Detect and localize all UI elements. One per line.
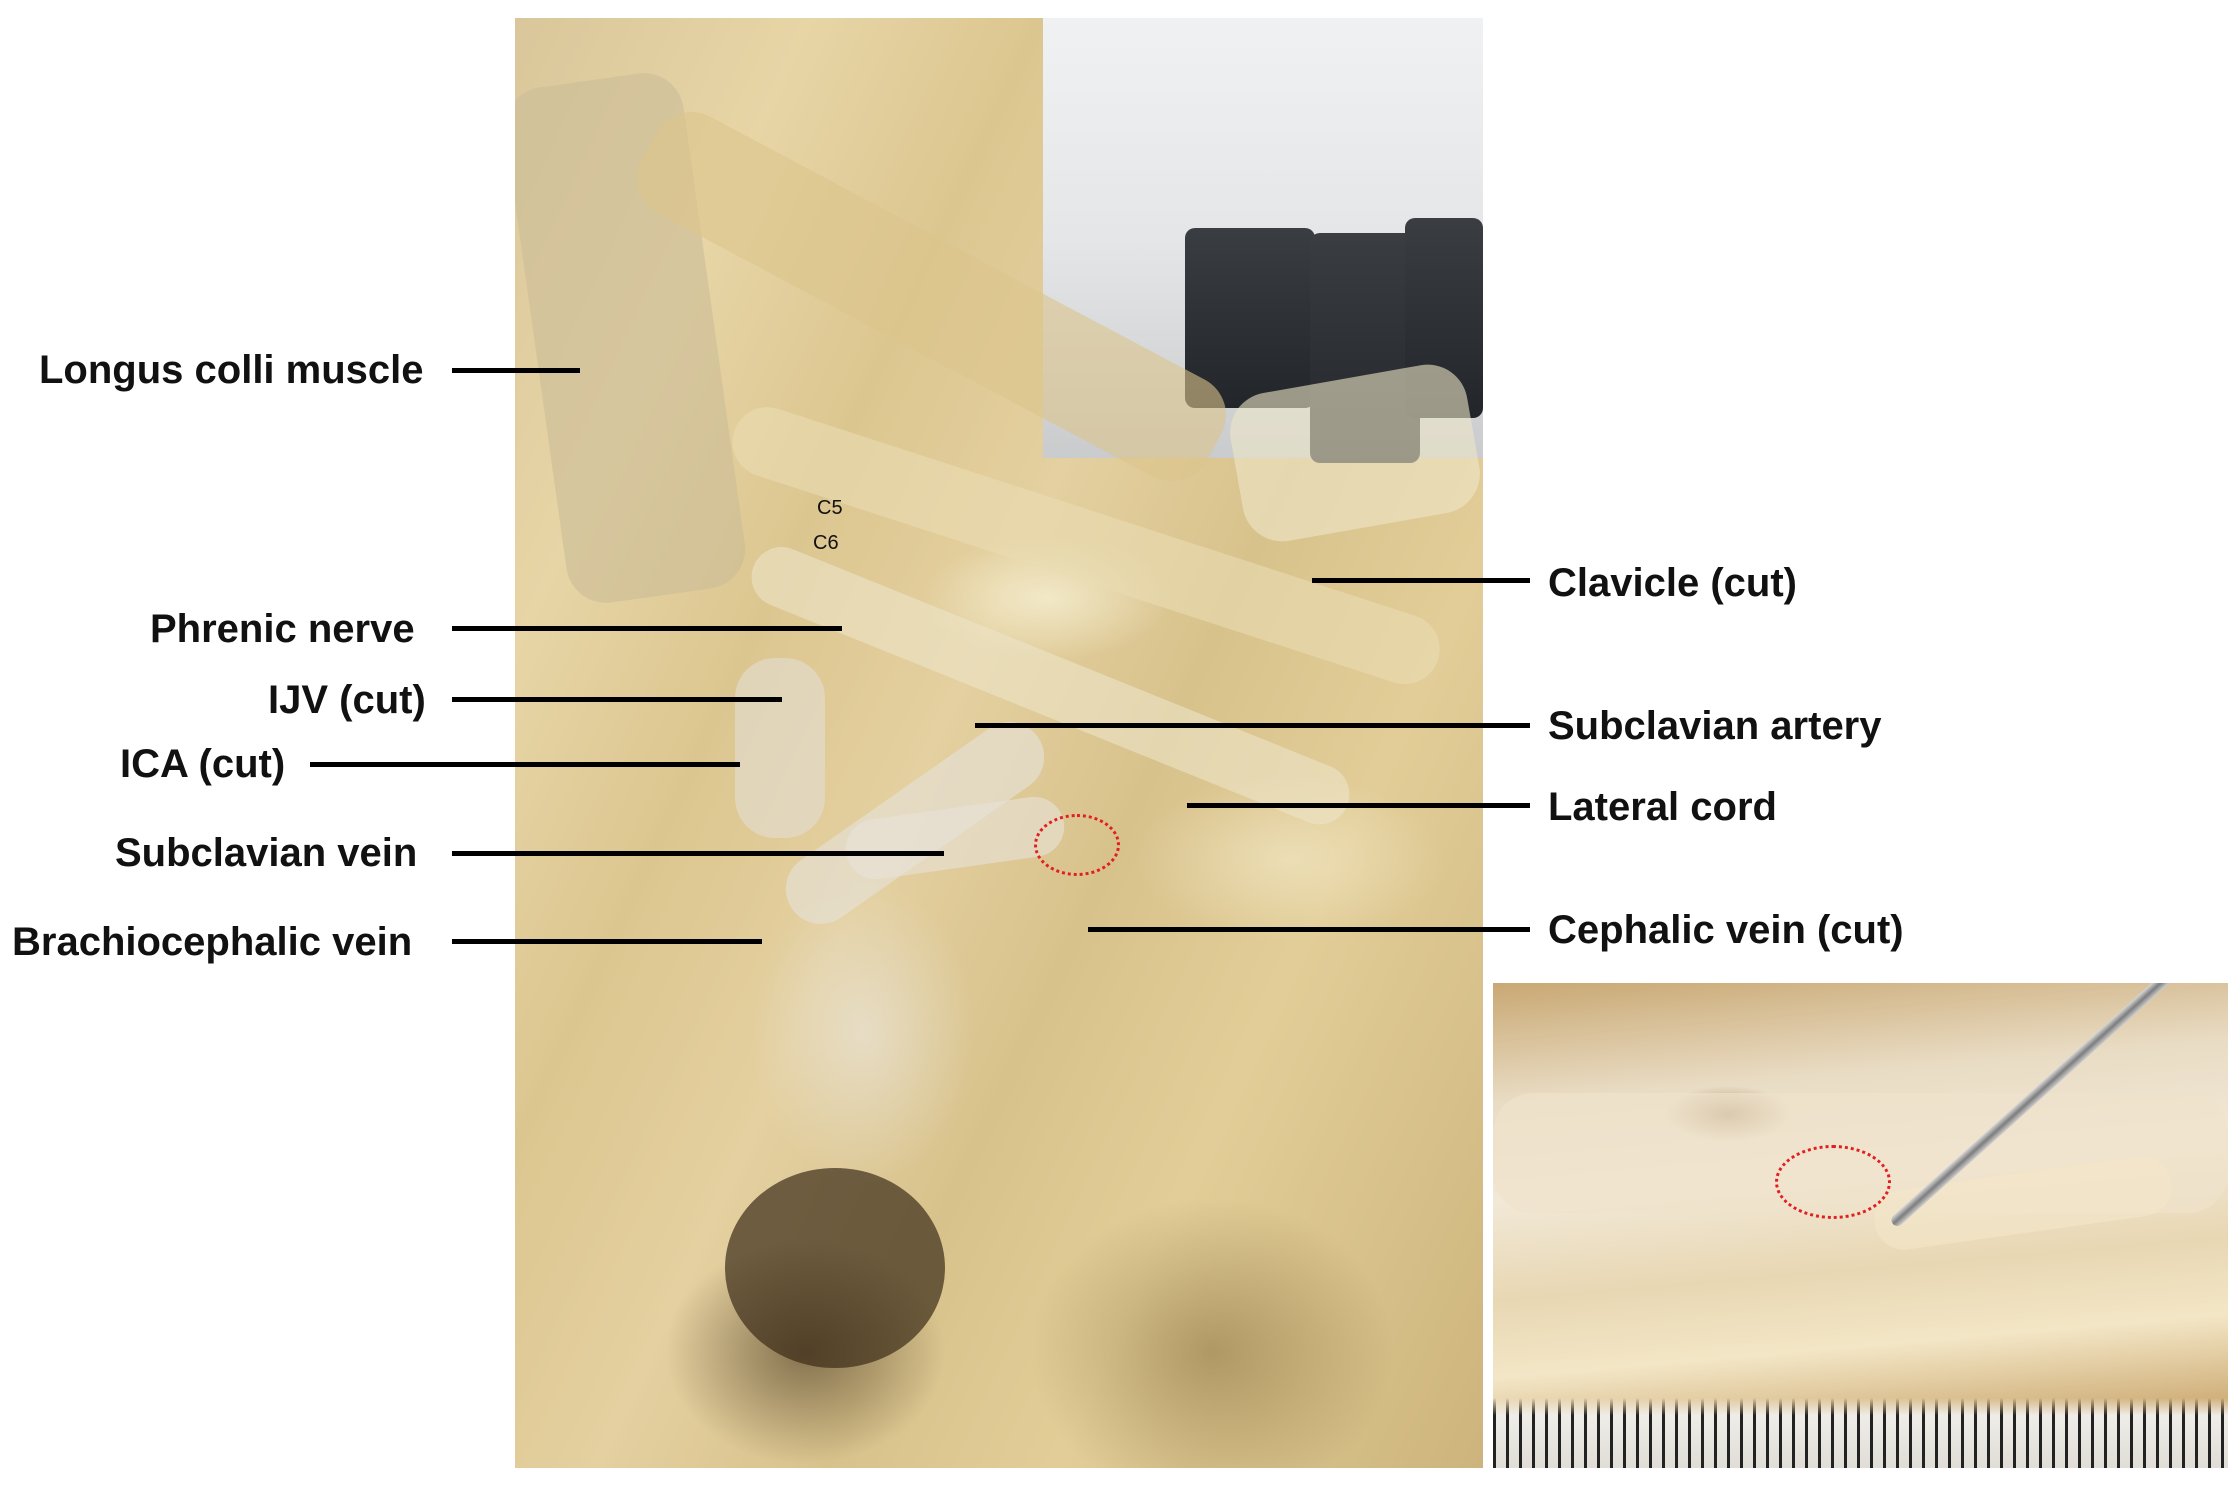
leader-phrenic-nerve: [452, 626, 842, 631]
level-tag-c5: C5: [817, 497, 843, 519]
background-bin: [1185, 228, 1315, 408]
label-cephalic-vein: Cephalic vein (cut): [1548, 908, 1904, 952]
leader-clavicle: [1312, 578, 1530, 583]
label-phrenic-nerve: Phrenic nerve: [150, 607, 415, 651]
label-ijv: IJV (cut): [268, 678, 426, 722]
leader-ijv: [452, 697, 782, 702]
leader-subclavian-artery: [975, 723, 1530, 728]
cavity-shadow: [725, 1168, 945, 1368]
label-subclavian-artery: Subclavian artery: [1548, 704, 1882, 748]
leader-cephalic-vein: [1088, 927, 1530, 932]
leader-lateral-cord: [1187, 803, 1530, 808]
highlight-circle: [1034, 814, 1120, 876]
label-ica: ICA (cut): [120, 742, 286, 786]
label-subclavian-vein: Subclavian vein: [115, 831, 418, 875]
label-clavicle: Clavicle (cut): [1548, 561, 1797, 605]
label-longus-colli: Longus colli muscle: [39, 348, 424, 392]
inset-closeup-photo: [1493, 983, 2228, 1468]
leader-brachiocephalic-vein: [452, 939, 762, 944]
leader-longus-colli: [452, 368, 580, 373]
label-brachiocephalic-vein: Brachiocephalic vein: [12, 920, 413, 964]
highlight-circle-inset: [1775, 1145, 1891, 1219]
label-lateral-cord: Lateral cord: [1548, 785, 1777, 829]
leader-ica: [310, 762, 740, 767]
leader-subclavian-vein: [452, 851, 944, 856]
scale-ruler: [1493, 1398, 2228, 1468]
ijv-tissue: [735, 658, 825, 838]
main-dissection-photo: C5 C6: [515, 18, 1483, 1468]
level-tag-c6: C6: [813, 532, 839, 554]
